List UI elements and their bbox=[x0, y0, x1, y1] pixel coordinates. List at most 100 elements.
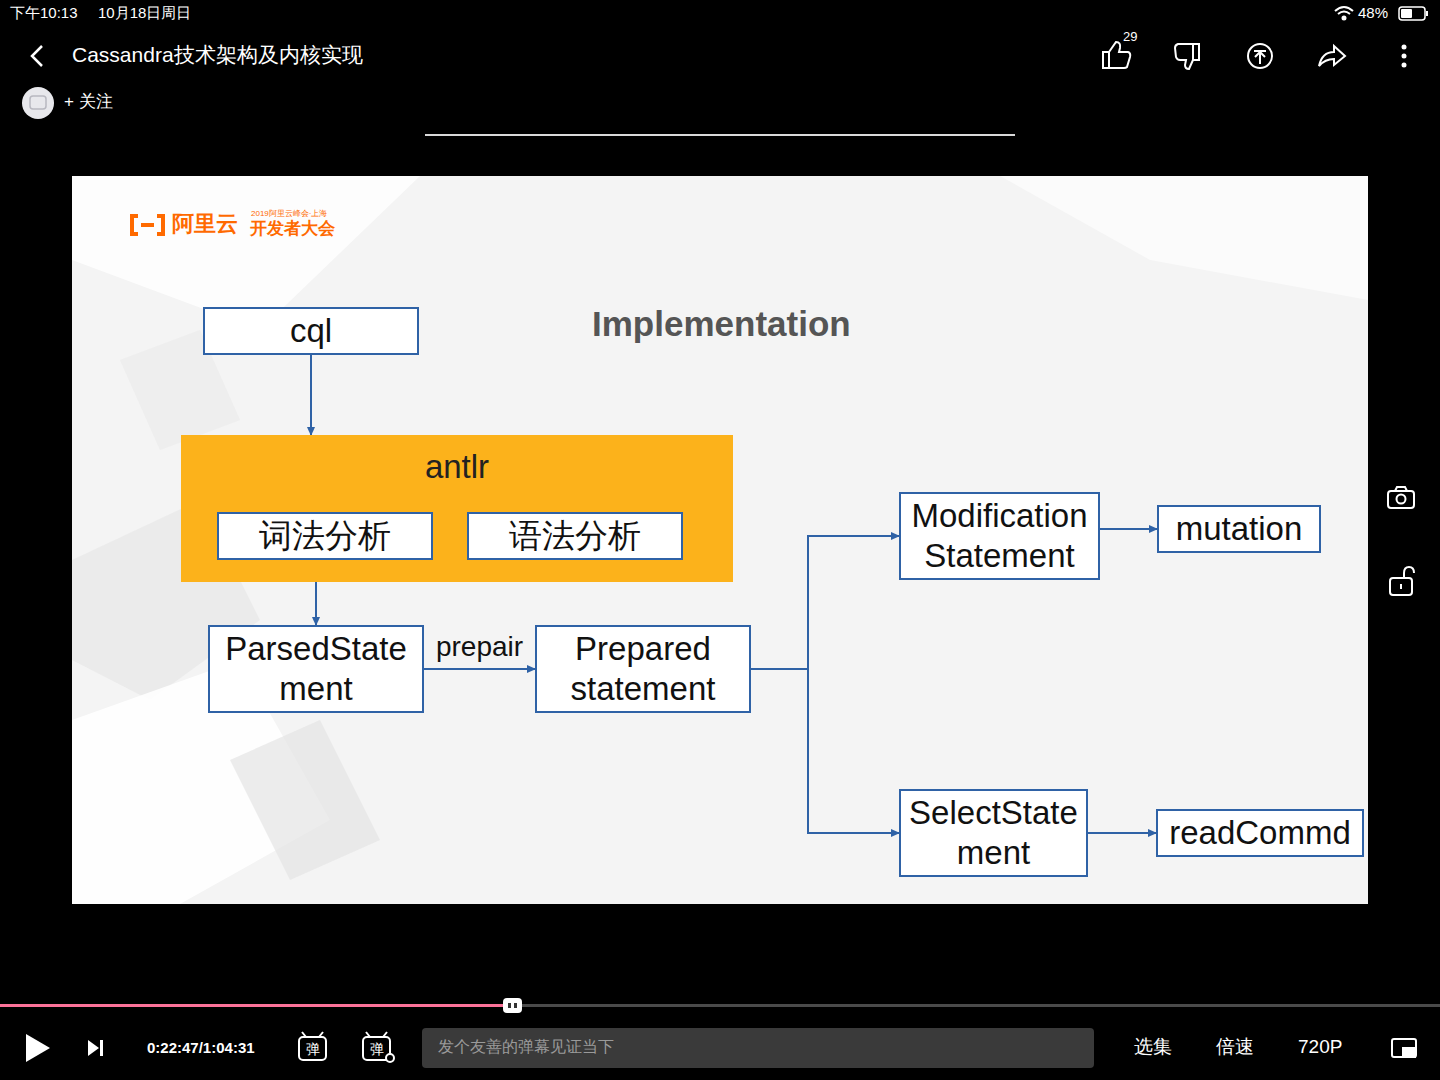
danmaku-input-box bbox=[422, 1028, 1094, 1068]
danmaku-input-box bbox=[422, 1028, 1094, 1068]
node-label: 词法分析 bbox=[259, 516, 391, 556]
follow-button: + 关注 bbox=[64, 92, 113, 112]
input-box: cql bbox=[203, 307, 419, 355]
lock-icon bbox=[1390, 578, 1412, 595]
danmaku-settings-icon bbox=[386, 1054, 394, 1062]
logo-mark bbox=[130, 214, 165, 236]
connector-arrow bbox=[310, 355, 312, 435]
wifi-icon bbox=[1335, 7, 1353, 11]
wifi-icon bbox=[1335, 7, 1353, 20]
slide-background bbox=[72, 176, 1368, 904]
node-label: 语法分析 bbox=[509, 516, 641, 556]
progress-bar bbox=[514, 1003, 517, 1008]
logo-mark bbox=[141, 223, 154, 227]
avatar bbox=[30, 96, 46, 109]
output-box: readCommd bbox=[1156, 809, 1364, 857]
logo-mark bbox=[130, 214, 138, 236]
diagram-title: Implementation bbox=[592, 304, 851, 344]
video-title: Cassandra技术架构及内核实现 bbox=[72, 43, 363, 67]
node-label: readCommd bbox=[1169, 813, 1351, 853]
slide-background bbox=[72, 176, 1368, 904]
play-button bbox=[26, 1034, 50, 1062]
thumb-down-icon bbox=[1193, 44, 1199, 60]
process-box: Modification Statement bbox=[899, 492, 1100, 580]
more-icon bbox=[1402, 54, 1407, 59]
danmaku-toggle-icon bbox=[299, 1032, 326, 1060]
more-icon bbox=[1402, 63, 1407, 68]
avatar bbox=[22, 87, 54, 119]
pip-icon bbox=[1392, 1039, 1416, 1057]
coin-icon bbox=[1248, 44, 1272, 68]
progress-bar bbox=[0, 1004, 512, 1007]
separator-line bbox=[425, 135, 1015, 136]
coin-icon bbox=[1254, 51, 1266, 64]
thumb-down-icon bbox=[1175, 44, 1193, 69]
back-chevron bbox=[32, 46, 42, 66]
logo-mark bbox=[157, 214, 165, 236]
process-box: 词法分析 bbox=[217, 512, 433, 560]
status-date: 10月18日周日 bbox=[98, 4, 191, 21]
progress-bar bbox=[503, 998, 522, 1013]
slide-background bbox=[1000, 176, 1368, 300]
lock-icon bbox=[1404, 567, 1414, 578]
back-chevron bbox=[32, 46, 42, 66]
danmaku-toggle-icon bbox=[302, 1032, 323, 1037]
separator-line bbox=[425, 134, 1015, 136]
episode-button: 选集 bbox=[1134, 1036, 1172, 1058]
event-name: 开发者大会 bbox=[250, 219, 335, 239]
node-label: Modification Statement bbox=[908, 496, 1091, 576]
progress-bar bbox=[0, 998, 1440, 1013]
connector-arrow bbox=[315, 582, 317, 625]
coin-icon bbox=[1248, 44, 1272, 68]
more-icon bbox=[1402, 45, 1407, 50]
danmaku-settings-icon bbox=[363, 1032, 394, 1062]
share-icon bbox=[1319, 46, 1345, 66]
connector-arrow bbox=[424, 668, 535, 670]
share-icon bbox=[1319, 46, 1345, 66]
status-time: 下午10:13 bbox=[10, 4, 78, 21]
battery-icon bbox=[1399, 7, 1425, 20]
process-box: SelectState ment bbox=[899, 789, 1088, 877]
edge-label: prepair bbox=[433, 631, 526, 663]
camera-icon bbox=[1388, 487, 1414, 508]
connector-arrow bbox=[1100, 528, 1157, 530]
camera-icon bbox=[1388, 491, 1414, 508]
thumb-up-icon bbox=[1103, 42, 1130, 68]
connector-arrow bbox=[751, 669, 899, 833]
pip-icon bbox=[1403, 1048, 1415, 1057]
next-button bbox=[88, 1040, 103, 1056]
process-box: Prepared statement bbox=[535, 625, 751, 713]
battery-icon bbox=[1399, 7, 1428, 20]
camera-icon bbox=[1397, 495, 1406, 504]
battery-level: 48% bbox=[1358, 4, 1388, 21]
battery-icon bbox=[1401, 9, 1412, 18]
lock-icon bbox=[1400, 584, 1402, 589]
parser-band: antlr 词法分析 语法分析 bbox=[181, 435, 733, 582]
next-button bbox=[88, 1040, 99, 1056]
wifi-icon bbox=[1338, 12, 1350, 15]
danmaku-icon-text: 弹 bbox=[306, 1041, 320, 1057]
connector-arrow bbox=[751, 536, 899, 669]
process-box: 语法分析 bbox=[467, 512, 683, 560]
speed-button: 倍速 bbox=[1216, 1036, 1254, 1058]
progress-bar bbox=[0, 1004, 1440, 1007]
wifi-icon bbox=[1343, 17, 1346, 20]
battery-icon bbox=[1426, 11, 1428, 16]
playback-time: 0:22:47/1:04:31 bbox=[147, 1039, 255, 1056]
danmaku-placeholder: 发个友善的弹幕见证当下 bbox=[438, 1038, 614, 1056]
node-label: Prepared statement bbox=[544, 629, 742, 709]
node-label: mutation bbox=[1176, 509, 1303, 549]
quality-button: 720P bbox=[1298, 1036, 1342, 1058]
node-label: antlr bbox=[181, 447, 733, 487]
node-label: cql bbox=[290, 311, 332, 351]
thumb-up-icon bbox=[1103, 52, 1109, 68]
more-icon bbox=[1402, 45, 1407, 68]
danmaku-toggle-icon bbox=[299, 1037, 326, 1060]
process-box: ParsedState ment bbox=[208, 625, 424, 713]
like-count: 29 bbox=[1123, 30, 1137, 45]
lock-icon bbox=[1390, 567, 1414, 595]
event-name: 2019阿里云峰会·上海 bbox=[251, 209, 327, 218]
avatar bbox=[22, 87, 54, 119]
slide-background bbox=[230, 720, 380, 880]
